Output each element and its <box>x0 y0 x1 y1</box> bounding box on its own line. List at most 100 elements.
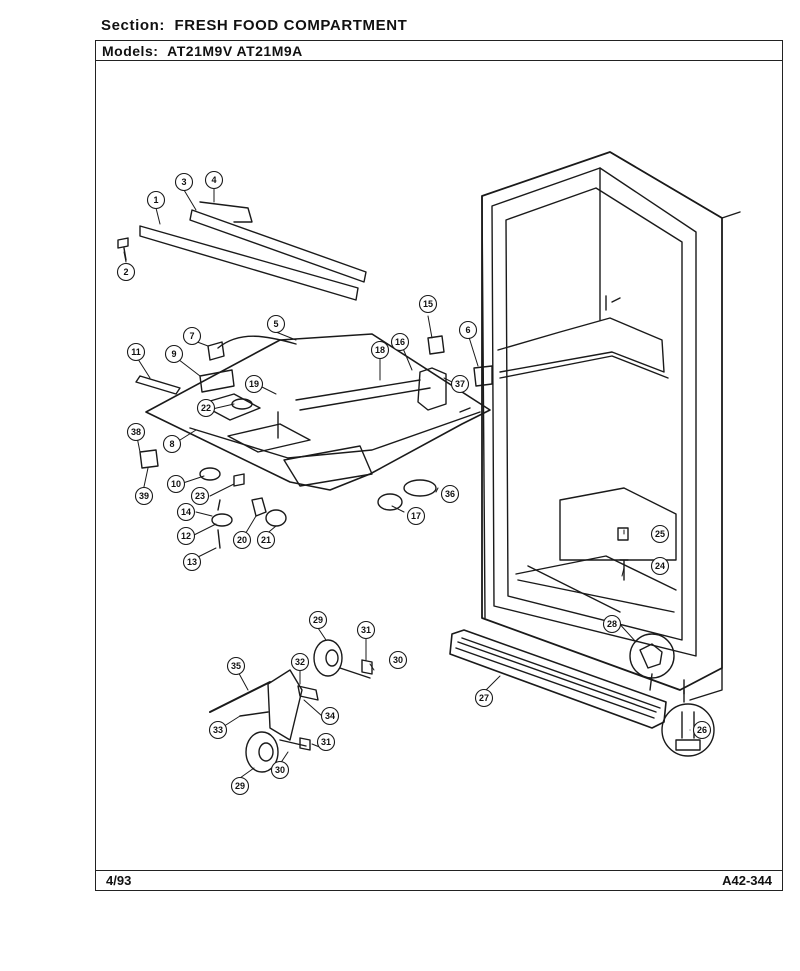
roller-assembly <box>209 639 373 773</box>
footer-date: 4/93 <box>106 873 132 888</box>
callout-36: 36 <box>440 484 460 504</box>
callout-21-label: 21 <box>261 535 271 545</box>
callout-8-label: 8 <box>169 439 174 449</box>
refrigerator-cabinet <box>481 151 741 701</box>
callout-38-label: 38 <box>131 427 141 437</box>
part-22 <box>231 398 253 410</box>
callout-21: 21 <box>256 530 276 550</box>
section-value: FRESH FOOD COMPARTMENT <box>174 17 408 34</box>
callout-39-label: 39 <box>139 491 149 501</box>
callout-32: 32 <box>290 652 310 672</box>
rail-part-3 <box>189 209 367 283</box>
callout-23: 23 <box>190 486 210 506</box>
callout-27: 27 <box>474 688 494 708</box>
callout-7: 7 <box>182 326 202 346</box>
callout-2-label: 2 <box>123 267 128 277</box>
callout-24: 24 <box>650 556 670 576</box>
callout-17-label: 17 <box>411 511 421 521</box>
callout-29-bottom: 29 <box>230 776 250 796</box>
callout-32-label: 32 <box>295 657 305 667</box>
callout-7-label: 7 <box>189 331 194 341</box>
callout-2: 2 <box>116 262 136 282</box>
callout-6-label: 6 <box>465 325 470 335</box>
leader-lines <box>123 187 691 779</box>
detail-circle-28 <box>629 633 675 691</box>
models-heading: Models: AT21M9V AT21M9A <box>102 43 303 59</box>
callout-4-label: 4 <box>211 175 216 185</box>
callout-34: 34 <box>320 706 340 726</box>
callout-35-label: 35 <box>231 661 241 671</box>
callout-26: 26 <box>692 720 712 740</box>
rail-part-4 <box>199 201 253 223</box>
models-label: Models: <box>102 43 159 59</box>
callout-39: 39 <box>134 486 154 506</box>
callout-9: 9 <box>164 344 184 364</box>
callout-17: 17 <box>406 506 426 526</box>
screw-part-2 <box>117 237 129 261</box>
callout-38: 38 <box>126 422 146 442</box>
callout-9-label: 9 <box>171 349 176 359</box>
callout-37-label: 37 <box>455 379 465 389</box>
callout-25-label: 25 <box>655 529 665 539</box>
callout-14-label: 14 <box>181 507 191 517</box>
callout-31-bottom-label: 31 <box>321 737 331 747</box>
callout-20: 20 <box>232 530 252 550</box>
callout-35: 35 <box>226 656 246 676</box>
part-17-36 <box>377 479 437 511</box>
part-11 <box>135 375 181 395</box>
callout-1: 1 <box>146 190 166 210</box>
front-grille <box>449 629 667 729</box>
callout-29-top: 29 <box>308 610 328 630</box>
callout-6: 6 <box>458 320 478 340</box>
models-row: Models: AT21M9V AT21M9A <box>96 41 782 61</box>
callout-30-bottom: 30 <box>270 760 290 780</box>
callout-15-label: 15 <box>423 299 433 309</box>
callout-30-right: 30 <box>388 650 408 670</box>
callout-11: 11 <box>126 342 146 362</box>
callout-5-label: 5 <box>273 319 278 329</box>
callout-23-label: 23 <box>195 491 205 501</box>
callout-34-label: 34 <box>325 711 335 721</box>
diagram-frame: Models: AT21M9V AT21M9A 4/93 A42-344 <box>95 40 783 891</box>
callout-29-top-label: 29 <box>313 615 323 625</box>
callout-15: 15 <box>418 294 438 314</box>
section-heading: Section: FRESH FOOD COMPARTMENT <box>101 17 407 34</box>
callout-33: 33 <box>208 720 228 740</box>
callout-19-label: 19 <box>249 379 259 389</box>
section-label: Section: <box>101 17 165 34</box>
callout-28-label: 28 <box>607 619 617 629</box>
callout-36-label: 36 <box>445 489 455 499</box>
part-7 <box>207 341 225 361</box>
footer-row: 4/93 A42-344 <box>96 870 782 890</box>
callout-31-bottom: 31 <box>316 732 336 752</box>
callout-24-label: 24 <box>655 561 665 571</box>
callout-20-label: 20 <box>237 535 247 545</box>
models-value: AT21M9V AT21M9A <box>167 43 303 59</box>
callout-25: 25 <box>650 524 670 544</box>
callout-29-bottom-label: 29 <box>235 781 245 791</box>
callout-31-top-label: 31 <box>361 625 371 635</box>
callout-3: 3 <box>174 172 194 192</box>
callout-1-label: 1 <box>153 195 158 205</box>
callout-26-label: 26 <box>697 725 707 735</box>
callout-27-label: 27 <box>479 693 489 703</box>
callout-12-label: 12 <box>181 531 191 541</box>
callout-30-bottom-label: 30 <box>275 765 285 775</box>
callout-10-label: 10 <box>171 479 181 489</box>
callout-31-top: 31 <box>356 620 376 640</box>
wire-harness <box>217 335 297 349</box>
part-9 <box>199 369 235 393</box>
callout-4: 4 <box>204 170 224 190</box>
callout-22: 22 <box>196 398 216 418</box>
detail-circle-26 <box>661 689 715 757</box>
part-6 <box>473 365 493 387</box>
callout-12: 12 <box>176 526 196 546</box>
callout-8: 8 <box>162 434 182 454</box>
callout-19: 19 <box>244 374 264 394</box>
callout-13-label: 13 <box>187 557 197 567</box>
callout-16-label: 16 <box>395 337 405 347</box>
control-tray-assembly <box>145 333 491 491</box>
callout-37: 37 <box>450 374 470 394</box>
callout-28: 28 <box>602 614 622 634</box>
